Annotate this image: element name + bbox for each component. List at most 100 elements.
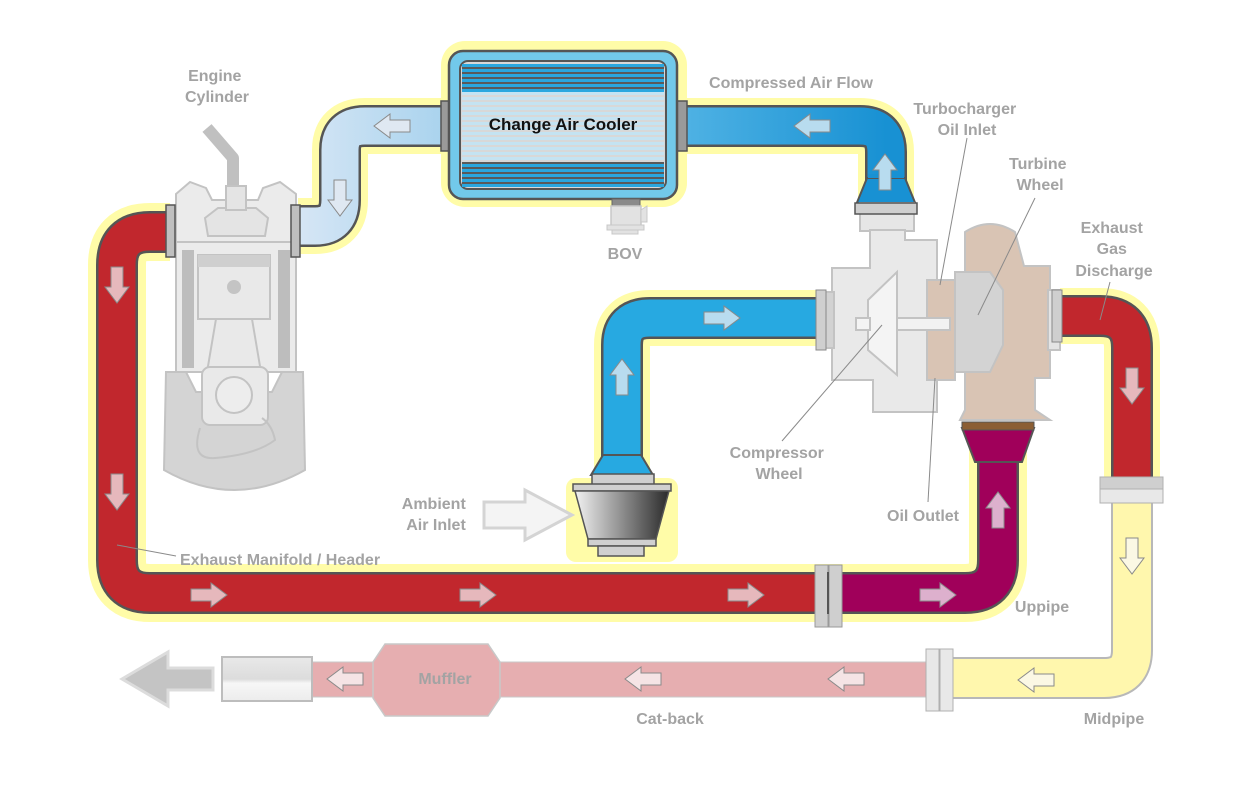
- flow-arrow-up-icon: [609, 358, 635, 396]
- label-muffler: Muffler: [418, 671, 471, 688]
- flow-arrow-right-icon: [919, 582, 957, 608]
- cooler-fin: [462, 137, 664, 140]
- exhaust-manifold-pipe: [96, 211, 830, 614]
- cooler-fin: [462, 127, 664, 130]
- label-turbine-wheel: Turbine Wheel: [1009, 156, 1071, 194]
- cooler-fin: [462, 169, 664, 172]
- flow-arrow-down-icon: [1119, 537, 1145, 575]
- flow-arrow-down-icon: [327, 179, 353, 217]
- cooler-fin: [462, 74, 664, 77]
- flow-arrow-left-icon: [1017, 667, 1055, 693]
- flow-arrow-right-icon: [727, 582, 765, 608]
- midpipe-flange: [925, 648, 954, 712]
- blow-off-valve: [606, 198, 648, 235]
- cooler-fin: [462, 162, 664, 165]
- leader-oil-outlet: [927, 377, 936, 503]
- flow-arrow-down-icon: [104, 473, 130, 511]
- turbocharger: [819, 202, 1061, 421]
- label-turbo-oil-inlet: Turbocharger Oil Inlet: [913, 101, 1020, 139]
- compressed-air-pipe: [683, 105, 918, 206]
- cooler-fin: [462, 82, 664, 85]
- flow-arrow-right-icon: [459, 582, 497, 608]
- flow-arrows: [104, 113, 1145, 693]
- cooler-fin: [462, 77, 664, 80]
- cooler-fin: [462, 174, 664, 177]
- label-compressed-air-flow: Compressed Air Flow: [709, 75, 873, 92]
- cooler-fin: [462, 92, 664, 95]
- leader-oil-inlet: [939, 137, 968, 286]
- label-engine-cylinder: Engine Cylinder: [185, 68, 249, 106]
- label-oil-outlet: Oil Outlet: [887, 508, 960, 525]
- flow-arrow-down-icon: [1119, 367, 1145, 405]
- cooler-fin: [462, 102, 664, 105]
- tailpipe-tip: [221, 656, 313, 702]
- label-ambient-air-inlet: Ambient Air Inlet: [402, 496, 470, 534]
- cooler-fin: [462, 84, 664, 87]
- cooler-fin: [462, 167, 664, 170]
- cooler-fin: [462, 164, 664, 167]
- exhaust-exit-arrow: [119, 649, 215, 709]
- cooler-fin: [462, 142, 664, 145]
- label-bov: BOV: [608, 246, 643, 263]
- exhaust-clamp: [814, 564, 843, 628]
- air-filter: [572, 473, 672, 557]
- cooler-fin: [462, 152, 664, 155]
- label-exhaust-manifold: Exhaust Manifold / Header: [180, 552, 380, 569]
- cooler-fin: [462, 122, 664, 125]
- charge-air-cooler-label: Change Air Cooler: [489, 115, 638, 134]
- cooler-fin: [462, 184, 664, 187]
- intake-pipe: [589, 297, 820, 476]
- flow-arrow-left-icon: [373, 113, 411, 139]
- leader-compressor-wheel: [781, 324, 883, 442]
- cooler-fin: [462, 89, 664, 92]
- label-uppipe: Uppipe: [1015, 599, 1069, 616]
- flow-arrow-right-icon: [703, 305, 741, 331]
- cooler-fin: [462, 182, 664, 185]
- flow-arrow-up-icon: [872, 153, 898, 191]
- cooler-fin: [462, 132, 664, 135]
- cooler-fin: [462, 79, 664, 82]
- ambient-air-arrow: [482, 487, 576, 543]
- label-compressor-wheel: Compressor Wheel: [730, 445, 829, 483]
- intake-flange: [290, 204, 301, 258]
- cooler-fin: [462, 157, 664, 160]
- turbine-outlet-flange: [1051, 289, 1063, 343]
- leader-turbine-wheel: [977, 197, 1036, 316]
- label-cat-back: Cat-back: [636, 711, 704, 728]
- flow-arrow-left-icon: [793, 113, 831, 139]
- flow-arrow-left-icon: [326, 666, 364, 692]
- cooler-fin: [462, 69, 664, 72]
- midpipe: [952, 500, 1153, 699]
- cooler-fin: [462, 172, 664, 175]
- charge-air-cooler: Change Air Cooler: [440, 49, 688, 201]
- cooler-fin: [462, 112, 664, 115]
- cooler-fin: [462, 177, 664, 180]
- downpipe-flange: [1099, 476, 1164, 504]
- engine-cylinder: [162, 124, 307, 491]
- cooler-fin: [462, 97, 664, 100]
- flow-arrow-left-icon: [624, 666, 662, 692]
- exhaust-flange: [165, 204, 176, 258]
- flow-arrow-right-icon: [190, 582, 228, 608]
- flow-arrow-left-icon: [827, 666, 865, 692]
- flow-arrow-down-icon: [104, 266, 130, 304]
- cooled-air-pipe: [294, 105, 445, 247]
- uppipe-pipe: [830, 421, 1036, 614]
- cooler-fin: [462, 64, 664, 67]
- cooler-fin: [462, 147, 664, 150]
- compressor-inlet-flange: [815, 289, 827, 351]
- labels: Engine Cylinder BOV Compressed Air Flow …: [180, 68, 1153, 728]
- compressor-outlet-flange: [854, 202, 918, 215]
- cat-back-pipe: [119, 643, 929, 717]
- cooler-fin: [462, 67, 664, 70]
- cooler-fin: [462, 107, 664, 110]
- muffler: [372, 643, 501, 717]
- cooler-fin: [462, 179, 664, 182]
- downpipe: [1060, 295, 1153, 480]
- leader-exhaust-manifold: [116, 544, 177, 557]
- leader-exhaust-discharge: [1099, 281, 1111, 321]
- label-exhaust-gas-discharge: Exhaust Gas Discharge: [1075, 220, 1152, 280]
- cooler-fin: [462, 87, 664, 90]
- label-midpipe: Midpipe: [1084, 711, 1145, 728]
